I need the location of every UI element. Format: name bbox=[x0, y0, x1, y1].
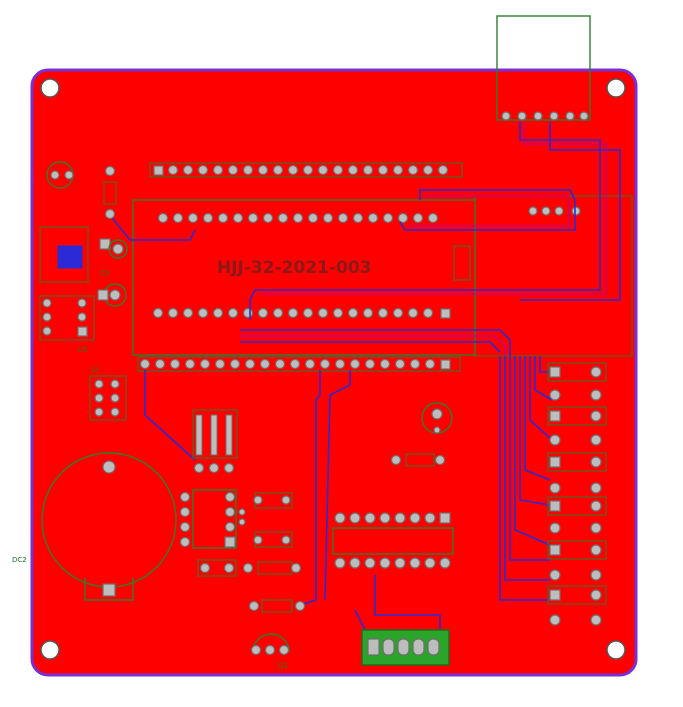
trace-routing bbox=[109, 122, 621, 635]
mounting-holes bbox=[40, 78, 626, 660]
middle-components bbox=[179, 409, 306, 656]
dip16-ic bbox=[332, 512, 454, 569]
header-row-bottom bbox=[137, 356, 461, 372]
label-u5: U5 bbox=[78, 346, 88, 354]
center-right-components bbox=[390, 402, 453, 467]
battery-holder bbox=[41, 452, 177, 601]
label-j2: J2 bbox=[91, 366, 99, 374]
left-components bbox=[39, 161, 128, 421]
board-title: HJJ-32-2021-003 bbox=[217, 258, 372, 278]
header-row-2 bbox=[157, 212, 439, 224]
label-c3: C3 bbox=[100, 269, 109, 277]
header-row-3 bbox=[152, 307, 451, 319]
terminal-block bbox=[361, 629, 450, 666]
label-q1: Q1 bbox=[278, 662, 288, 670]
right-column-components bbox=[547, 362, 607, 626]
label-dc2: DC2 bbox=[12, 556, 27, 564]
top-connector bbox=[496, 15, 591, 121]
header-row-top bbox=[149, 162, 463, 178]
small-header-right bbox=[528, 206, 581, 216]
